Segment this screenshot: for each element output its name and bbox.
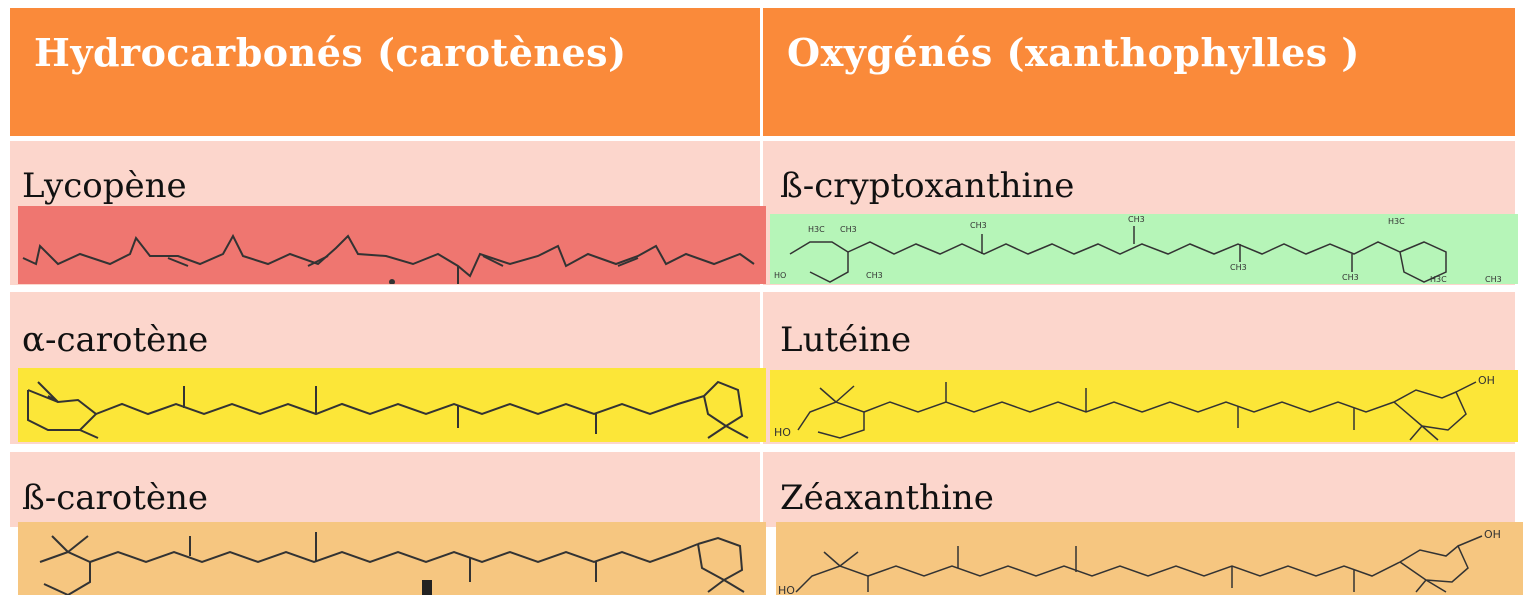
- label-ch3-5: CH3: [1230, 263, 1247, 272]
- label-ch3-4: CH3: [866, 271, 883, 280]
- label-ch3-2: CH3: [970, 221, 987, 230]
- label-h3c-2: H3C: [1388, 217, 1405, 226]
- compound-alpha-carotene: α-carotène: [22, 320, 209, 360]
- beta-carotene-structure: [18, 522, 766, 595]
- compound-beta-carotene: ß-carotène: [22, 478, 209, 518]
- compound-zeaxanthin: Zéaxanthine: [780, 478, 994, 518]
- compound-beta-cryptoxanthin: ß-cryptoxanthine: [780, 166, 1075, 206]
- lutein-structure: OH HO: [770, 370, 1518, 442]
- label-ch3-1: CH3: [840, 225, 857, 234]
- header-carotenes: Hydrocarbonés (carotènes): [10, 8, 760, 136]
- header-xanthophylls-label: Oxygénés (xanthophylles ): [787, 30, 1360, 75]
- cryptoxanthin-structure: H3C CH3 CH3 CH3 H3C HO CH3 CH3 CH3 H3C C…: [770, 214, 1518, 284]
- label-ho: HO: [778, 584, 795, 595]
- label-ho: HO: [774, 271, 786, 280]
- header-xanthophylls: Oxygénés (xanthophylles ): [763, 8, 1515, 136]
- label-ch3-6: CH3: [1342, 273, 1359, 282]
- label-ch3-3: CH3: [1128, 215, 1145, 224]
- zeaxanthin-structure: OH HO: [776, 522, 1523, 595]
- label-ch3-7: CH3: [1485, 275, 1502, 284]
- lycopene-structure: [18, 206, 766, 284]
- label-ho: HO: [774, 426, 791, 439]
- compound-lutein: Lutéine: [780, 320, 912, 360]
- label-oh: OH: [1484, 528, 1501, 541]
- label-oh: OH: [1478, 374, 1495, 387]
- row-3-right: [763, 452, 1515, 527]
- row-3-left: [10, 452, 760, 527]
- alpha-carotene-structure: [18, 368, 766, 442]
- label-h3c-1: H3C: [808, 225, 825, 234]
- compound-lycopene: Lycopène: [22, 166, 187, 206]
- header-carotenes-label: Hydrocarbonés (carotènes): [34, 30, 627, 75]
- label-h3c-3: H3C: [1430, 275, 1447, 284]
